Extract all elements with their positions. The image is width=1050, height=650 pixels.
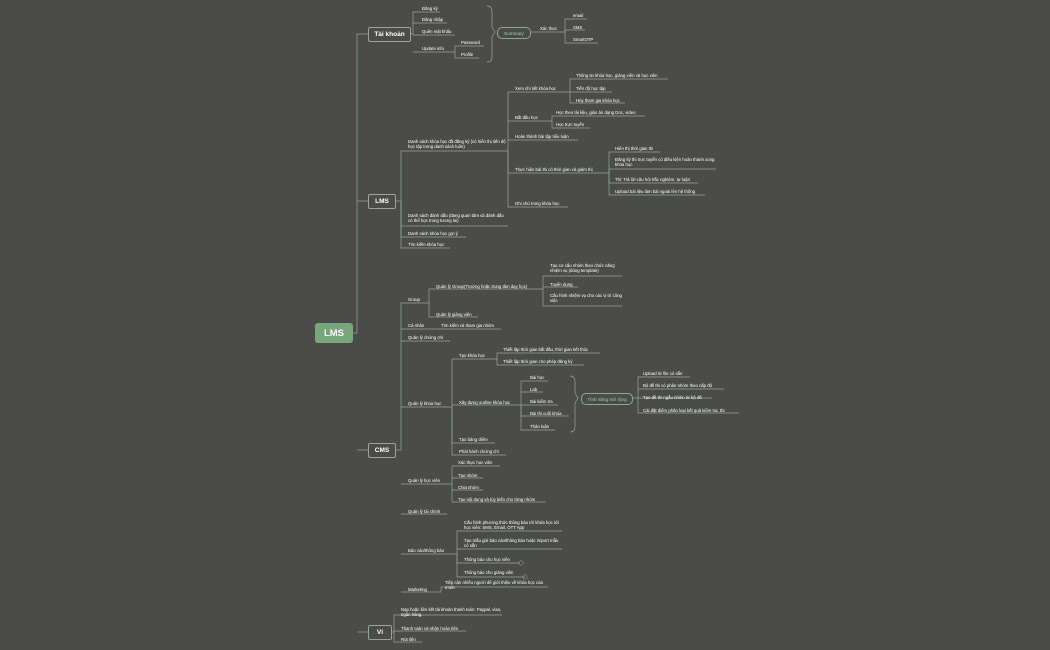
node-profile[interactable]: Profile xyxy=(461,52,474,57)
node-quen-mat-khau[interactable]: Quên mật khẩu xyxy=(422,29,452,34)
node-tao-khoa-hoc[interactable]: Tạo khóa học xyxy=(459,353,486,358)
node-bao-cao[interactable]: Báo cáo/thông báo xyxy=(408,548,445,553)
node-bat-dau[interactable]: Bắt đầu học xyxy=(515,115,538,120)
node-tuyen-dung[interactable]: Tuyển dụng xyxy=(550,282,573,287)
node-update-info[interactable]: Update info xyxy=(422,46,444,51)
node-marketing[interactable]: Marketing xyxy=(408,587,427,592)
node-ds-danh-dau[interactable]: Danh sách đánh dấu (đang quan tâm và đán… xyxy=(408,213,504,224)
node-group[interactable]: Group xyxy=(408,297,420,302)
node-bai-hoc[interactable]: Bài học xyxy=(530,375,545,380)
node-tien-do[interactable]: Tiến độ học tập xyxy=(576,86,606,91)
node-thao-luan[interactable]: Thảo luận xyxy=(530,424,550,429)
node-chia-nhom[interactable]: Chia nhóm xyxy=(458,485,479,490)
node-dang-ky-thi[interactable]: Đăng ký thi trực tuyến có điều kiện hoàn… xyxy=(615,157,715,168)
node-huy-tham-gia[interactable]: Hủy tham gia khóa học xyxy=(576,98,620,103)
node-bai-thi-cuoi[interactable]: Bài thi cuối khóa xyxy=(530,411,562,416)
node-cau-hinh-nv[interactable]: Cấu hình nhiệm vụ cho các vị trí công vi… xyxy=(550,293,622,304)
node-cai-dat-diem[interactable]: Cài đặt điểm phân loại kết quả kiểm tra,… xyxy=(643,408,725,413)
node-dang-nhap[interactable]: Đăng nhập xyxy=(422,17,444,22)
node-rut-tien[interactable]: Rút tiền xyxy=(401,637,416,642)
node-tim-kiem[interactable]: Tìm kiếm khóa học xyxy=(408,242,445,247)
node-dang-ky[interactable]: Đăng ký xyxy=(422,6,438,11)
node-hoc-theo-tai-lieu[interactable]: Học theo tài liệu, giáo án dạng Doc, vid… xyxy=(556,110,636,115)
node-xac-thuc[interactable]: Xác thực xyxy=(540,26,558,31)
root-node[interactable]: LMS xyxy=(315,323,353,343)
node-ql-hoc-vien[interactable]: Quản lý học viên xyxy=(408,478,441,483)
node-ds-dang-ky[interactable]: Danh sách khóa học đã đăng ký (có hiển t… xyxy=(408,139,506,150)
node-thong-tin[interactable]: Thông tin khóa học, giảng viên và học vi… xyxy=(576,73,658,78)
collapse-icon[interactable] xyxy=(522,574,528,580)
node-thiet-lap-tg[interactable]: Thiết lập thời gian bắt đầu, thời gian k… xyxy=(503,347,589,352)
node-ghi-chu[interactable]: Ghi chú trong khóa học xyxy=(515,201,560,206)
node-ql-giang-vien[interactable]: Quản lý giảng viên xyxy=(436,312,472,317)
node-upload-file[interactable]: Upload từ file có sẵn xyxy=(643,371,683,376)
node-tb-giang-vien[interactable]: Thông báo cho giảng viên xyxy=(464,570,514,575)
node-ql-khoa-hoc[interactable]: Quản lý khóa học xyxy=(408,401,442,406)
node-ql-group[interactable]: Quản lý Group(Trường hoặc trung tâm dạy … xyxy=(436,284,528,289)
node-thi-tra-loi[interactable]: Thi: Trả lời câu hỏi trắc nghiệm, tự luậ… xyxy=(615,177,690,182)
node-tao-noi-dung[interactable]: Tạo nội dung và tùy biến cho từng nhóm xyxy=(458,497,536,502)
node-ql-tai-chinh[interactable]: Quản lý tài chính xyxy=(408,509,441,514)
node-phat-hanh-cc[interactable]: Phát hành chứng chỉ xyxy=(459,449,499,454)
node-hoan-thanh[interactable]: Hoàn thành bài tập tiểu luận xyxy=(515,134,569,139)
node-sms[interactable]: SMS xyxy=(573,25,583,30)
node-tim-kiem-nhom[interactable]: Tìm kiếm và tham gia nhóm xyxy=(441,323,495,328)
node-ds-goi-y[interactable]: Danh sách khóa học gợi ý xyxy=(408,231,458,236)
node-smartotp[interactable]: SmartOTP xyxy=(573,37,594,42)
node-thanh-toan[interactable]: Thanh toán và nhận hoàn tiền xyxy=(401,626,459,631)
branch-vi[interactable]: Ví xyxy=(368,625,392,640)
node-upload-bai[interactable]: Upload bài liệu làm bài ngoài lên hệ thố… xyxy=(615,189,696,194)
node-tao-mau[interactable]: Tạo mẫu gửi báo cáo/thông báo hoặc impor… xyxy=(464,538,559,549)
node-tb-hoc-vien[interactable]: Thông báo cho học viên xyxy=(464,557,510,562)
node-tao-co-cau[interactable]: Tạo cơ cấu nhóm theo chức năng nhiệm vụ … xyxy=(550,263,615,274)
summary-label[interactable]: Summary xyxy=(497,27,531,39)
node-thuc-hien-thi[interactable]: Thực hiện bài thi có thời gian và giám t… xyxy=(515,167,593,172)
extension-summary-label[interactable]: Tính năng mở rộng xyxy=(581,393,633,405)
collapse-icon[interactable] xyxy=(518,560,524,566)
node-nap-hoac[interactable]: Nạp hoặc liên kết tài khoản thanh toán: … xyxy=(401,607,502,618)
node-hoc-truc-tuyen[interactable]: Học trực tuyến xyxy=(556,122,585,127)
node-tao-de-thi[interactable]: Tạo đề thi ngẫu nhiên từ bộ đề xyxy=(643,395,702,400)
branch-cms[interactable]: CMS xyxy=(368,443,396,458)
branch-tai-khoan[interactable]: Tài khoản xyxy=(368,27,411,42)
node-lab[interactable]: Lab xyxy=(530,387,538,392)
node-hien-thi-tg[interactable]: Hiển thị thời gian thi xyxy=(615,146,654,151)
node-bai-kiem-tra[interactable]: Bài kiểm tra xyxy=(530,399,553,404)
node-ca-nhan[interactable]: Cá nhân xyxy=(408,323,425,328)
node-ql-chung-chi[interactable]: Quản lý chứng chỉ xyxy=(408,335,443,340)
branch-lms[interactable]: LMS xyxy=(368,194,396,209)
node-tao-nhom[interactable]: Tạo nhóm xyxy=(458,473,478,478)
node-xay-dung-outline[interactable]: Xây dựng outline khóa học xyxy=(459,400,511,405)
node-tao-bang-diem[interactable]: Tạo bảng điểm xyxy=(459,437,488,442)
node-bo-de-thi[interactable]: Bộ đề thi có phân nhóm theo cấp độ xyxy=(643,383,713,388)
node-password[interactable]: Password xyxy=(461,40,480,45)
node-xac-thuc-hv[interactable]: Xác thực học viên xyxy=(458,460,493,465)
node-thiet-lap-dk[interactable]: Thiết lập thời gian cho phép đăng ký xyxy=(503,359,573,364)
node-tiep-can[interactable]: Tiếp cận nhiều người để giới thiệu về kh… xyxy=(445,580,543,591)
node-xem-chi-tiet[interactable]: Xem chi tiết khóa học xyxy=(515,86,557,91)
node-cau-hinh-pt[interactable]: Cấu hình phương thức thông báo tới khóa … xyxy=(464,520,559,531)
node-email[interactable]: email xyxy=(573,13,584,18)
